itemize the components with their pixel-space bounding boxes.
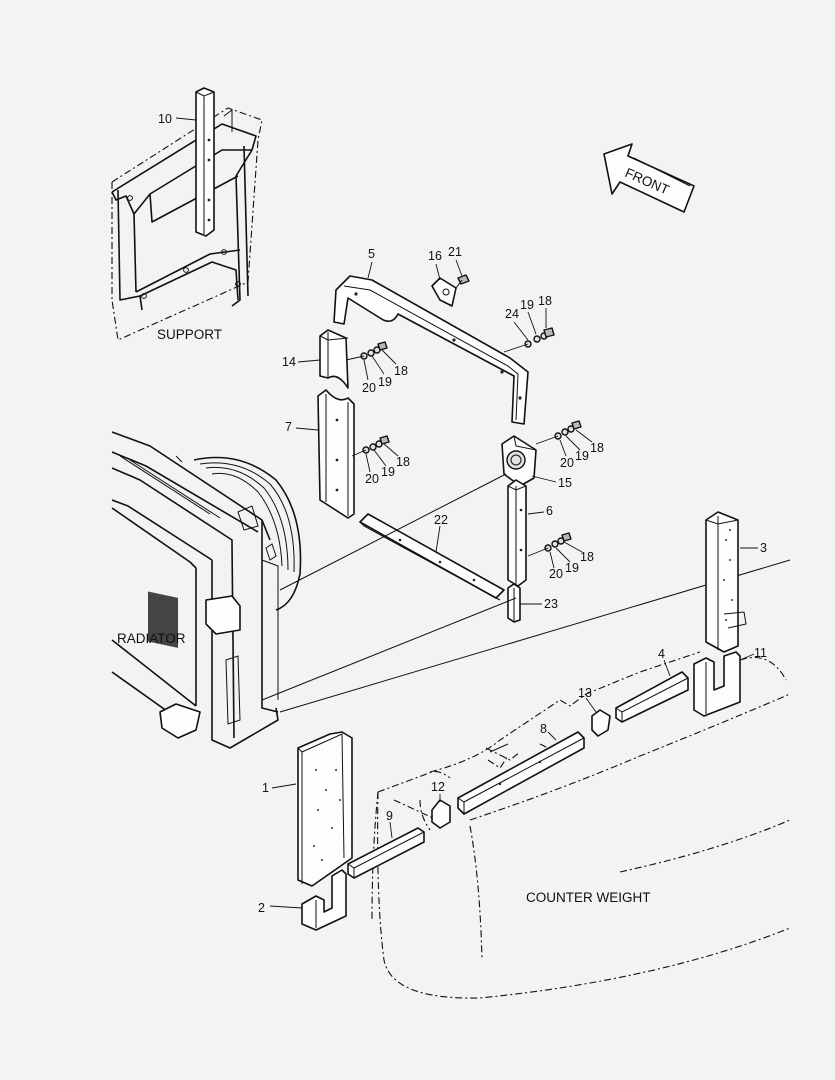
- callout-5: 5: [368, 247, 375, 261]
- callout-3: 3: [760, 541, 767, 555]
- support-label: SUPPORT: [157, 327, 222, 342]
- callout-14: 14: [282, 355, 296, 369]
- callout-7: 7: [285, 420, 292, 434]
- part-12-small-bracket: [431, 799, 451, 829]
- radiator-assembly: [111, 431, 302, 749]
- callout-11: 11: [754, 646, 767, 660]
- fasteners-20-19-18-b: [351, 435, 390, 457]
- callout-6: 6: [546, 504, 553, 518]
- fasteners-20-19-18-a: [345, 341, 388, 361]
- callout-10: 10: [158, 112, 172, 126]
- callout-24: 24: [505, 307, 519, 321]
- counter-weight-label: COUNTER WEIGHT: [526, 890, 651, 905]
- part-13-small-block: [591, 709, 611, 737]
- callout-g5-19: 19: [565, 561, 579, 575]
- part-5-top-seal: [333, 275, 529, 425]
- callout-16: 16: [428, 249, 442, 263]
- callout-4: 4: [658, 647, 665, 661]
- callout-g4-20: 20: [560, 456, 574, 470]
- part-3-tall-pad: [705, 511, 747, 653]
- part-22-bottom-strip: [359, 513, 505, 601]
- callout-g4-19: 19: [575, 449, 589, 463]
- support-frame: [111, 87, 263, 341]
- callout-8: 8: [540, 722, 547, 736]
- part-16-plate: [431, 274, 470, 307]
- callout-23: 23: [544, 597, 558, 611]
- callout-g3-18: 18: [396, 455, 410, 469]
- part-2-l-block: [301, 869, 347, 931]
- callout-g1-18: 18: [538, 294, 552, 308]
- callout-g2-19: 19: [378, 375, 392, 389]
- part-11-u-block: [693, 651, 741, 717]
- part-15-bracket: [501, 435, 537, 487]
- callout-g2-18: 18: [394, 364, 408, 378]
- callout-g2-20: 20: [362, 381, 376, 395]
- callout-g3-19: 19: [381, 465, 395, 479]
- part-9-bar: [347, 827, 425, 879]
- callout-22: 22: [434, 513, 448, 527]
- callout-2: 2: [258, 901, 265, 915]
- callout-21: 21: [448, 245, 462, 259]
- radiator-label: RADIATOR: [117, 631, 186, 646]
- callout-12: 12: [431, 780, 445, 794]
- callout-g4-18: 18: [590, 441, 604, 455]
- radiator-grille: [148, 591, 178, 648]
- callout-g1-19: 19: [520, 298, 534, 312]
- part-1-tall-pad: [297, 731, 353, 887]
- callout-9: 9: [386, 809, 393, 823]
- callout-g5-20: 20: [549, 567, 563, 581]
- callout-1: 1: [262, 781, 269, 795]
- part-8-bar: [457, 731, 585, 815]
- fasteners-24-19-18: [503, 327, 555, 353]
- front-arrow-icon: [603, 143, 695, 213]
- fasteners-20-19-18-c: [535, 420, 582, 445]
- part-7-side-seal: [317, 389, 355, 519]
- callout-13: 13: [578, 686, 592, 700]
- callout-g5-18: 18: [580, 550, 594, 564]
- callout-15: 15: [558, 476, 572, 490]
- part-23-short-strip: [507, 583, 521, 623]
- fasteners-20-19-18-d: [527, 532, 572, 557]
- part-6-side-strip: [507, 479, 527, 587]
- callout-g3-20: 20: [365, 472, 379, 486]
- part-14-block: [319, 329, 349, 389]
- part-4-bar: [615, 671, 689, 723]
